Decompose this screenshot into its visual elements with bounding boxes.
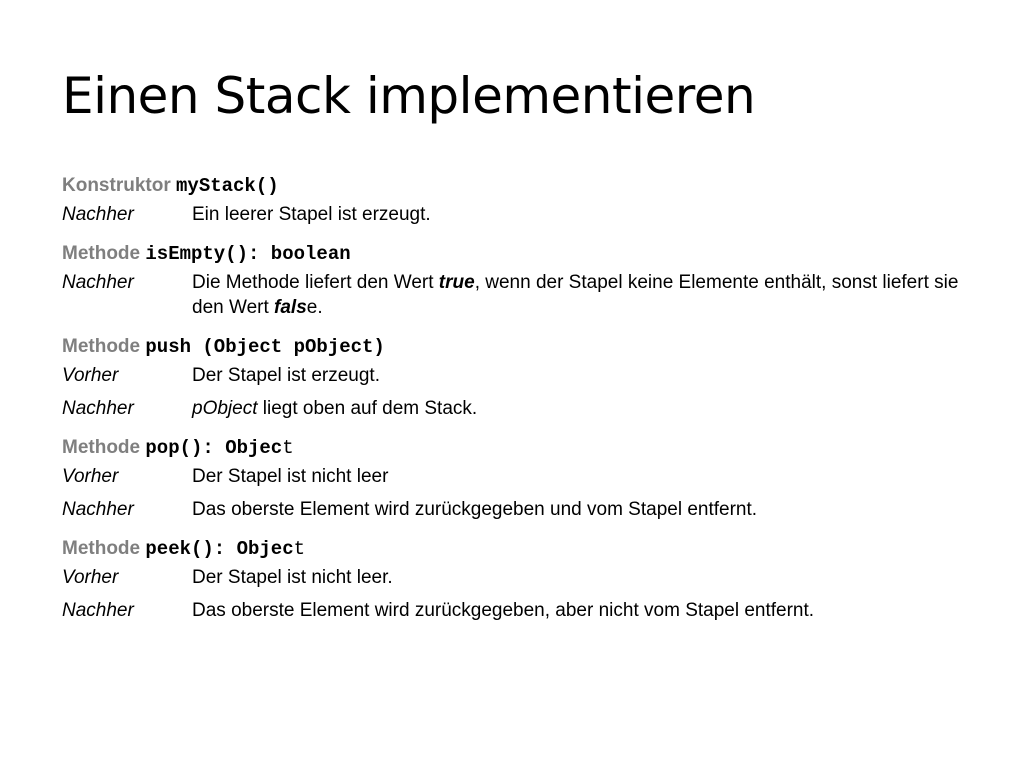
peek-after-label: Nachher <box>62 600 134 621</box>
isempty-after-label: Nachher <box>62 272 134 293</box>
pop-before-text: Der Stapel ist nicht leer <box>192 466 389 487</box>
peek-signature: Methode peek(): Object <box>62 535 982 565</box>
constructor-kind: Konstruktor <box>62 175 171 196</box>
isempty-false-bold: fals <box>274 297 307 318</box>
constructor-signature: Konstruktor myStack() <box>62 172 982 202</box>
pop-signature: Methode pop(): Object <box>62 434 982 464</box>
isempty-after-row: Nachher Die Methode liefert den Wert tru… <box>62 270 982 320</box>
push-after-param: pObject <box>192 398 258 419</box>
isempty-after-text: Die Methode liefert den Wert true, wenn … <box>192 270 982 320</box>
peek-before-label: Vorher <box>62 567 119 588</box>
push-before-text: Der Stapel ist erzeugt. <box>192 365 380 386</box>
peek-before-row: Vorher Der Stapel ist nicht leer. <box>62 565 982 590</box>
push-after-label: Nachher <box>62 398 134 419</box>
isempty-signature: Methode isEmpty(): boolean <box>62 240 982 270</box>
push-signature: Methode push (Object pObject) <box>62 333 982 363</box>
peek-code-tail: t <box>293 538 306 560</box>
push-after-row: Nachher pObject liegt oben auf dem Stack… <box>62 396 982 421</box>
isempty-code: isEmpty(): boolean <box>145 243 351 265</box>
isempty-true-word: true <box>438 272 475 293</box>
constructor-after-label: Nachher <box>62 204 134 225</box>
pop-before-row: Vorher Der Stapel ist nicht leer <box>62 464 982 489</box>
peek-after-text: Das oberste Element wird zurückgegeben, … <box>192 600 815 621</box>
constructor-after-text: Ein leerer Stapel ist erzeugt. <box>192 204 431 225</box>
peek-before-text: Der Stapel ist nicht leer. <box>192 567 393 588</box>
push-before-row: Vorher Der Stapel ist erzeugt. <box>62 363 982 388</box>
isempty-text-part1: Die Methode liefert den Wert <box>192 272 439 293</box>
push-code: push (Object pObject) <box>145 336 385 358</box>
pop-before-label: Vorher <box>62 466 119 487</box>
constructor-code: myStack() <box>176 175 279 197</box>
pop-after-text: Das oberste Element wird zurückgegeben u… <box>192 499 758 520</box>
pop-after-row: Nachher Das oberste Element wird zurückg… <box>62 497 982 522</box>
push-after-text: pObject liegt oben auf dem Stack. <box>192 396 982 421</box>
pop-after-label: Nachher <box>62 499 134 520</box>
push-before-label: Vorher <box>62 365 119 386</box>
isempty-kind: Methode <box>62 243 141 264</box>
isempty-false-plain: e. <box>306 297 323 318</box>
constructor-after-row: Nachher Ein leerer Stapel ist erzeugt. <box>62 202 982 227</box>
push-after-rest: liegt oben auf dem Stack. <box>257 398 478 419</box>
peek-code: peek(): Objec <box>145 538 294 560</box>
slide-title: Einen Stack implementieren <box>62 67 756 125</box>
pop-kind: Methode <box>62 437 141 458</box>
pop-code-tail: t <box>282 437 294 459</box>
pop-code: pop(): Objec <box>145 437 283 459</box>
isempty-text-part2: , wenn der Stapel keine Elemente enthält… <box>192 272 959 318</box>
slide-content: Konstruktor myStack() Nachher Ein leerer… <box>62 172 982 631</box>
peek-after-row: Nachher Das oberste Element wird zurückg… <box>62 598 982 623</box>
peek-kind: Methode <box>62 538 141 559</box>
push-kind: Methode <box>62 336 141 357</box>
